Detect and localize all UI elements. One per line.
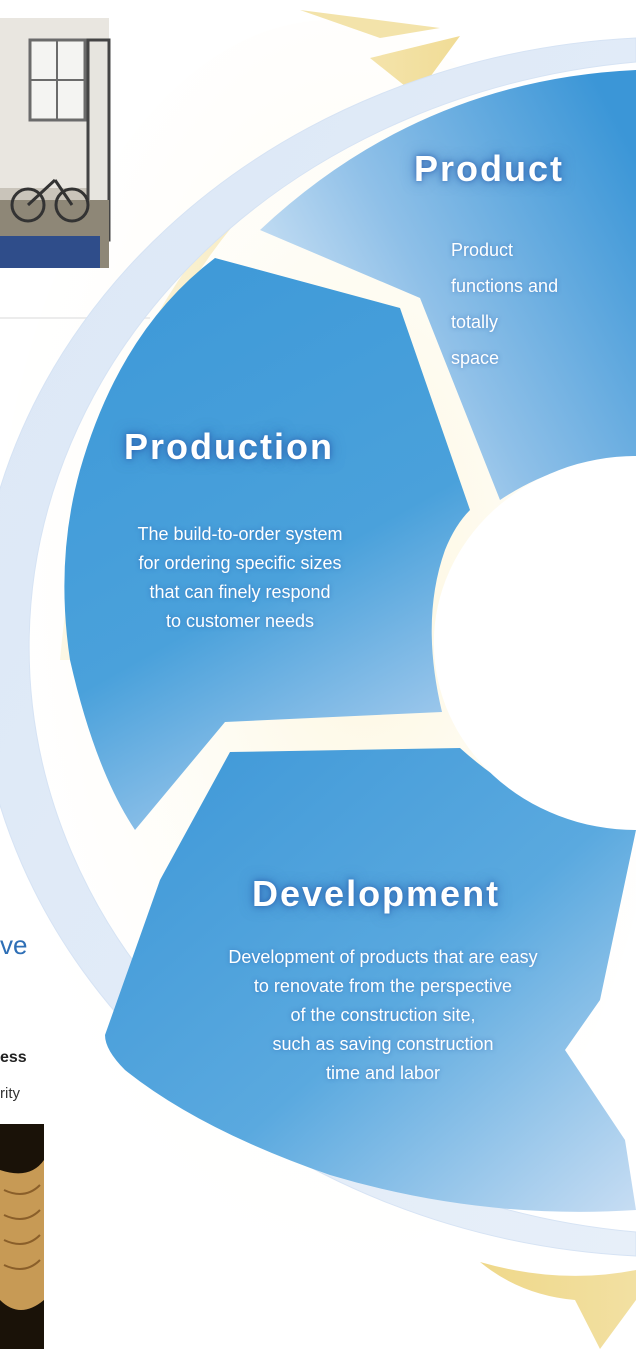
production-title: Production (124, 426, 334, 467)
room-photo-frame (0, 18, 109, 268)
product-desc-line: Product (451, 240, 514, 260)
product-description: Product functions and totally space (451, 232, 611, 376)
production-segment (64, 258, 470, 830)
production-desc-line: that can finely respond (149, 582, 331, 602)
development-description: Development of products that are easy to… (183, 943, 583, 1088)
development-title: Development (252, 873, 501, 914)
development-desc-line: to renovate from the perspective (253, 976, 513, 996)
product-desc-line: space (451, 348, 500, 368)
center-hub (433, 456, 636, 830)
product-desc-line: totally (451, 312, 499, 332)
development-segment (105, 748, 636, 1212)
production-desc-line: for ordering specific sizes (138, 553, 342, 573)
side-bold-fragment: ess (0, 1049, 27, 1066)
development-desc-line: time and labor (325, 1063, 441, 1083)
development-desc-line: Development of products that are easy (228, 947, 538, 967)
product-title: Product (414, 148, 565, 189)
gold-arrow-tip (300, 10, 440, 38)
room-photo (0, 18, 111, 268)
wood-photo-frame (0, 1124, 44, 1349)
side-heading-fragment: ve (0, 930, 28, 960)
product-desc-line: functions and (451, 276, 559, 296)
wood-photo (0, 1124, 44, 1349)
development-desc-line: such as saving construction (272, 1034, 494, 1054)
gold-arrow-bottom (480, 1262, 636, 1349)
production-desc-line: to customer needs (165, 611, 315, 631)
product-segment (260, 70, 636, 500)
side-small-fragment: rity (0, 1085, 20, 1102)
production-description: The build-to-order system for ordering s… (100, 520, 380, 636)
development-desc-line: of the construction site, (290, 1005, 476, 1025)
production-desc-line: The build-to-order system (137, 524, 343, 544)
